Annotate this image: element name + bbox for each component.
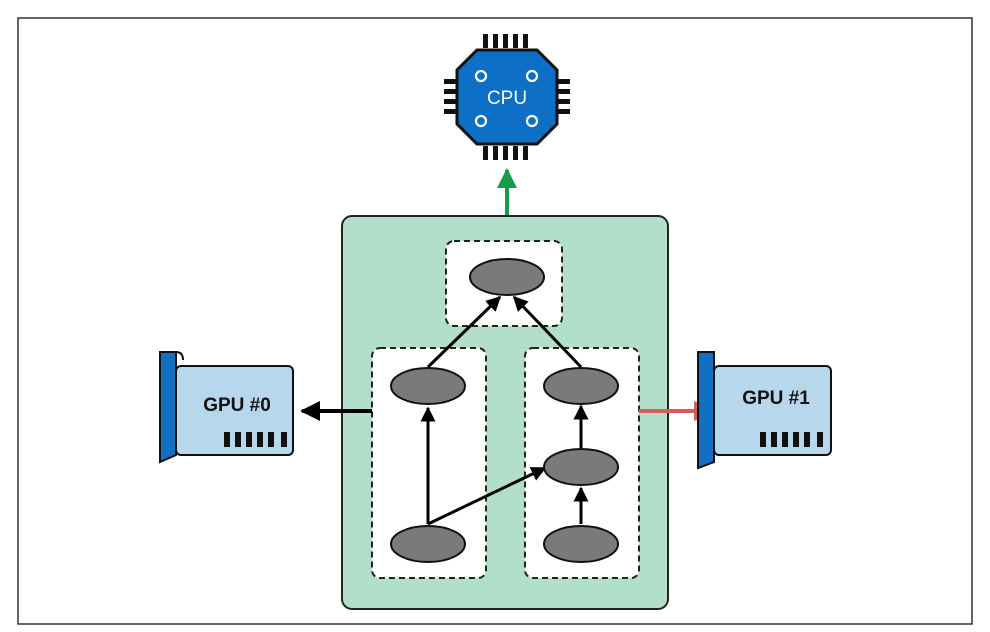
graph-node <box>390 367 466 405</box>
gpu-card-icon <box>159 351 294 464</box>
graph-node <box>543 448 619 486</box>
graph-node <box>390 525 466 563</box>
gpu-card-icon <box>697 351 832 470</box>
graph-node <box>469 258 545 296</box>
cpu-label: CPU <box>487 88 527 109</box>
gpu0-label: GPU #0 <box>203 395 271 416</box>
graph-node <box>543 525 619 563</box>
cpu-chip-icon <box>444 34 570 160</box>
gpu1-label: GPU #1 <box>742 388 810 409</box>
graph-edges <box>420 295 589 526</box>
graph-node <box>543 367 619 405</box>
